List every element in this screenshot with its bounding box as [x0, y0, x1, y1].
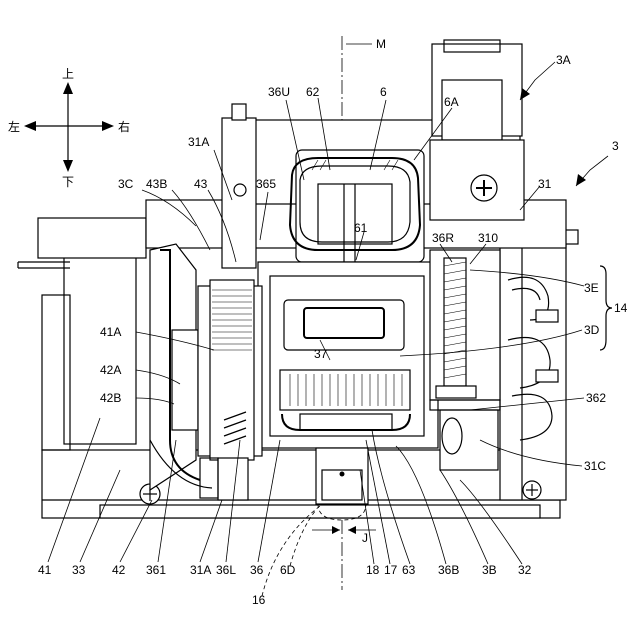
dir-right-label: 右: [118, 119, 130, 134]
label-362: 362: [586, 391, 606, 405]
label-14: 14: [614, 301, 628, 315]
label-41a: 41A: [100, 325, 121, 339]
label-3: 3: [612, 139, 619, 153]
label-16: 16: [252, 593, 266, 607]
label-3a: 3A: [556, 53, 571, 67]
label-6: 6: [380, 85, 387, 99]
label-361: 361: [146, 563, 166, 577]
label-6d: 6D: [280, 563, 296, 577]
label-42a: 42A: [100, 363, 121, 377]
label-61: 61: [354, 221, 368, 235]
label-37: 37: [314, 347, 328, 361]
label-m: M: [376, 37, 386, 51]
dir-left-label: 左: [8, 119, 20, 134]
label-j: J: [362, 531, 368, 545]
label-18: 18: [366, 563, 380, 577]
label-36: 36: [250, 563, 264, 577]
label-36l: 36L: [216, 563, 236, 577]
label-42b: 42B: [100, 391, 121, 405]
label-36u: 36U: [268, 85, 290, 99]
label-365: 365: [256, 177, 276, 191]
label-310: 310: [478, 231, 498, 245]
label-31a-bottom: 31A: [190, 563, 211, 577]
label-33: 33: [72, 563, 86, 577]
label-63: 63: [402, 563, 416, 577]
direction-compass: 上 下 左 右: [8, 67, 130, 189]
dir-up-label: 上: [62, 67, 74, 81]
label-62: 62: [306, 85, 320, 99]
label-31c: 31C: [584, 459, 606, 473]
label-31: 31: [538, 177, 552, 191]
label-6a: 6A: [444, 95, 459, 109]
label-43: 43: [194, 177, 208, 191]
label-36r: 36R: [432, 231, 454, 245]
label-31a-top: 31A: [188, 135, 209, 149]
dir-down-label: 下: [62, 175, 74, 189]
label-36b: 36B: [438, 563, 459, 577]
label-32: 32: [518, 563, 532, 577]
label-3c: 3C: [118, 177, 134, 191]
label-17: 17: [384, 563, 398, 577]
label-3e: 3E: [584, 281, 599, 295]
label-42: 42: [112, 563, 126, 577]
left-gear-stack: [150, 104, 262, 500]
label-3d: 3D: [584, 323, 600, 337]
label-43b: 43B: [146, 177, 167, 191]
label-3b: 3B: [482, 563, 497, 577]
label-41: 41: [38, 563, 52, 577]
